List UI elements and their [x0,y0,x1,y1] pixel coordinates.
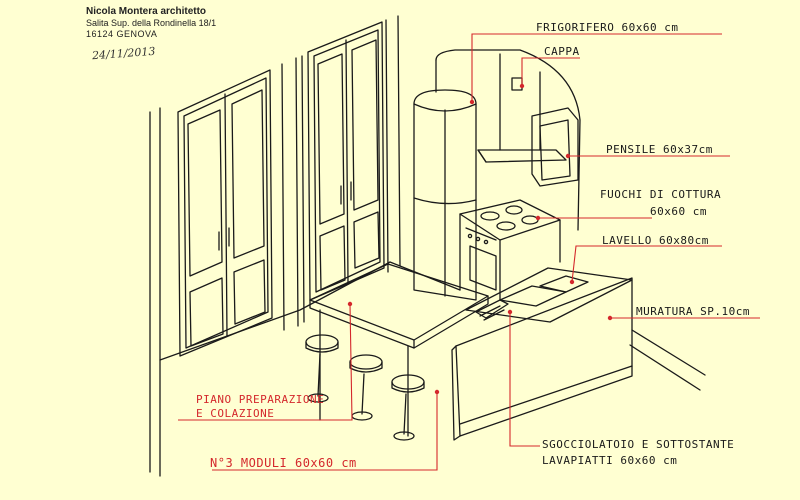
partition-wall [451,277,633,441]
label-cappa: CAPPA [544,45,580,58]
leader-dots [347,83,613,395]
stool [349,354,383,421]
label-lavello: LAVELLO 60x80cm [602,234,709,247]
left-glass-door [177,69,273,357]
stool [305,334,339,403]
fridge [413,89,477,301]
architect-city: 16124 GENOVA [86,29,158,39]
label-sgocciolatoio-2: LAVAPIATTI 60x60 cm [542,454,678,467]
pillar [281,55,305,331]
label-moduli: N°3 MODULI 60x60 cm [210,456,357,470]
pillar [385,15,401,273]
label-piano-2: E COLAZIONE [196,407,275,420]
label-piano-1: PIANO PREPARAZIONE [196,393,325,406]
label-muratura: MURATURA SP.10cm [636,305,750,318]
wall-cabinet [531,107,579,187]
back-wall-niche [435,49,581,231]
stool [391,374,425,441]
label-sgocciolatoio-1: SGOCCIOLATOIO E SOTTOSTANTE [542,438,735,451]
label-frigorifero: FRIGORIFERO 60x60 cm [536,21,679,34]
floor-line [629,329,706,391]
right-glass-door [307,21,385,301]
architect-name: Nicola Montera architetto [86,6,207,17]
architect-address: Salita Sup. della Rondinella 18/1 [86,18,217,28]
label-pensile: PENSILE 60x37cm [606,143,713,156]
stove [459,199,561,301]
sink-counter [465,267,633,323]
label-fuochi-1: FUOCHI DI COTTURA [600,188,722,201]
label-fuochi-2: 60x60 cm [650,205,707,218]
leader-lines [178,33,760,471]
